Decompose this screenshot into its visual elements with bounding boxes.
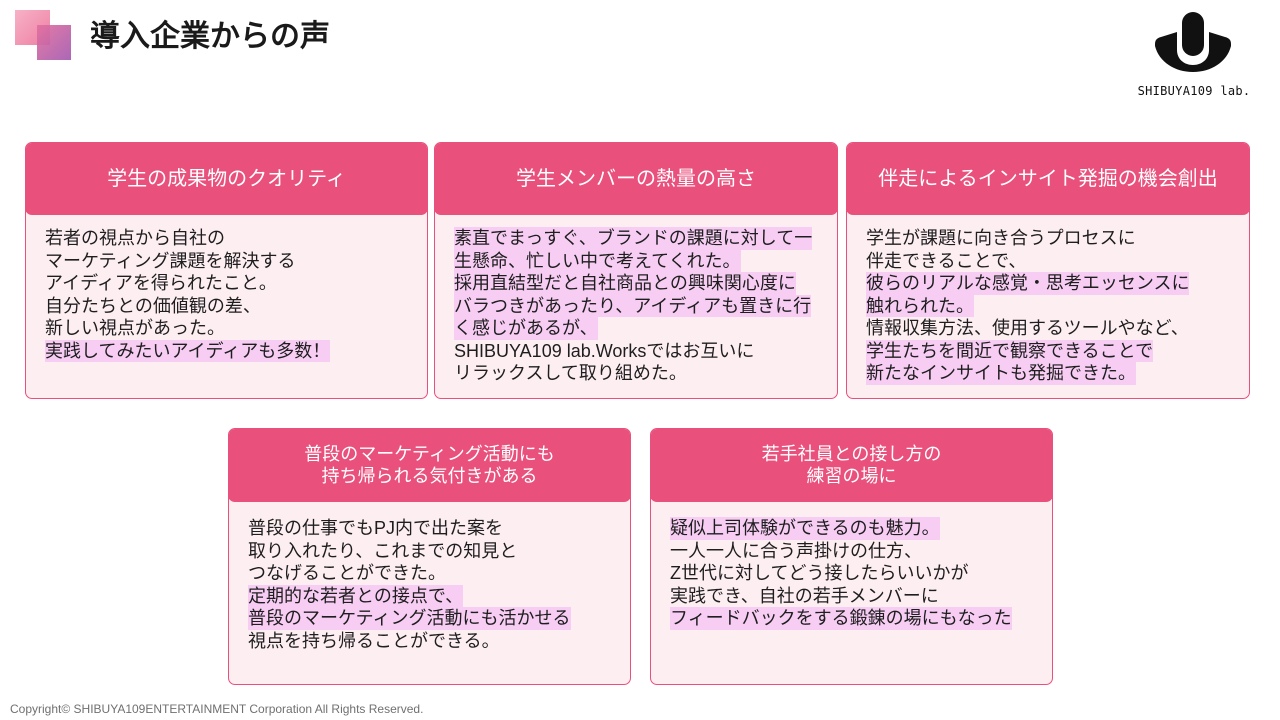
card-text-line: 若者の視点から自社の [45,228,225,248]
card-output-quality: 学生の成果物のクオリティ 若者の視点から自社の マーケティング課題を解決する ア… [25,142,428,399]
card-text-line: 採用直結型だと自社商品との興味関心度に [454,272,796,295]
logo-wordmark: SHIBUYA109 lab. [1137,84,1251,98]
card-header: 普段のマーケティング活動にも 持ち帰られる気付きがある [229,429,630,502]
card-text-line: 実践してみたいアイディアも多数！ [45,339,331,362]
card-text-line: 素直でまっすぐ、ブランドの課題に対して一 [454,227,813,250]
card-junior-staff-practice: 若手社員との接し方の 練習の場に 疑似上司体験ができるのも魅力。 一人一人に合う… [650,428,1053,685]
shibuya109-lab-logo-icon [1155,12,1231,72]
card-text-line: アイディアを得られたこと。 [45,273,277,293]
card-text-line: マーケティング課題を解決する [45,250,296,271]
card-title-line: 練習の場に [806,466,897,486]
card-header: 学生メンバーの熱量の高さ [435,143,837,215]
card-text-line: SHIBUYA109 lab.Worksではお互いに [454,340,755,361]
card-text-line: 普段の仕事でもPJ内で出た案を [248,518,504,538]
card-text-line: く感じがあるが、 [454,317,598,340]
card-text-line: 疑似上司体験ができるのも魅力。 [670,517,940,540]
card-text-line: 彼らのリアルな感覚・思考エッセンスに [866,272,1190,295]
card-text-line: 取り入れたり、これまでの知見と [248,540,518,561]
card-text-line: 情報収集方法、使用するツールやなど、 [866,318,1189,338]
decorative-square-purple [37,25,71,60]
card-text-line: 新たなインサイトも発掘できた。 [866,362,1136,385]
card-text-line: 定期的な若者との接点で、 [248,584,464,607]
card-text-line: 普段のマーケティング活動にも活かせる [248,607,571,630]
card-text-line: 学生が課題に向き合うプロセスに [866,228,1136,248]
card-header: 若手社員との接し方の 練習の場に [651,429,1052,502]
card-text-line: つなげることができた。 [248,563,446,583]
card-text-line: 学生たちを間近で観察できることで [866,339,1154,362]
card-text-line: 実践でき、自社の若手メンバーに [670,585,939,606]
card-member-enthusiasm: 学生メンバーの熱量の高さ 素直でまっすぐ、ブランドの課題に対して一 生懸命、忙し… [434,142,838,399]
card-text-line: 伴走できることで、 [866,250,1027,271]
card-text-line: リラックスして取り組めた。 [454,363,687,383]
card-body: 素直でまっすぐ、ブランドの課題に対して一 生懸命、忙しい中で考えてくれた。 採用… [454,227,831,385]
card-title-line: 普段のマーケティング活動にも [304,444,555,464]
card-title-line: 持ち帰られる気付きがある [321,466,538,486]
card-insight-discovery: 伴走によるインサイト発掘の機会創出 学生が課題に向き合うプロセスに 伴走できるこ… [846,142,1250,399]
card-text-line: 一人一人に合う声掛けの仕方、 [670,540,922,561]
card-title-line: 若手社員との接し方の [761,444,942,464]
copyright-footer: Copyright© SHIBUYA109ENTERTAINMENT Corpo… [10,702,424,716]
card-text-line: フィードバックをする鍛錬の場にもなった [670,607,1012,630]
card-text-line: 生懸命、忙しい中で考えてくれた。 [454,249,741,272]
slide-title: 導入企業からの声 [90,20,330,53]
card-body: 普段の仕事でもPJ内で出た案を 取り入れたり、これまでの知見と つなげることがで… [248,517,624,652]
card-title: 学生メンバーの熱量の高さ [516,167,756,190]
card-text-line: Z世代に対してどう接したらいいかが [670,563,969,583]
card-title: 伴走によるインサイト発掘の機会創出 [878,167,1218,190]
card-body: 若者の視点から自社の マーケティング課題を解決する アイディアを得られたこと。 … [45,227,421,362]
card-text-line: バラつきがあったり、アイディアも置きに行 [454,294,812,317]
card-body: 学生が課題に向き合うプロセスに 伴走できることで、 彼らのリアルな感覚・思考エッ… [866,227,1243,385]
card-title: 学生の成果物のクオリティ [107,167,346,190]
card-marketing-takeaways: 普段のマーケティング活動にも 持ち帰られる気付きがある 普段の仕事でもPJ内で出… [228,428,631,685]
card-text-line: 視点を持ち帰ることができる。 [248,630,500,651]
card-text-line: 自分たちとの価値観の差、 [45,295,261,316]
card-text-line: 新しい視点があった。 [45,318,225,338]
card-header: 学生の成果物のクオリティ [26,143,427,215]
card-header: 伴走によるインサイト発掘の機会創出 [847,143,1249,215]
card-text-line: 触れられた。 [866,294,974,317]
card-body: 疑似上司体験ができるのも魅力。 一人一人に合う声掛けの仕方、 Z世代に対してどう… [670,517,1046,630]
